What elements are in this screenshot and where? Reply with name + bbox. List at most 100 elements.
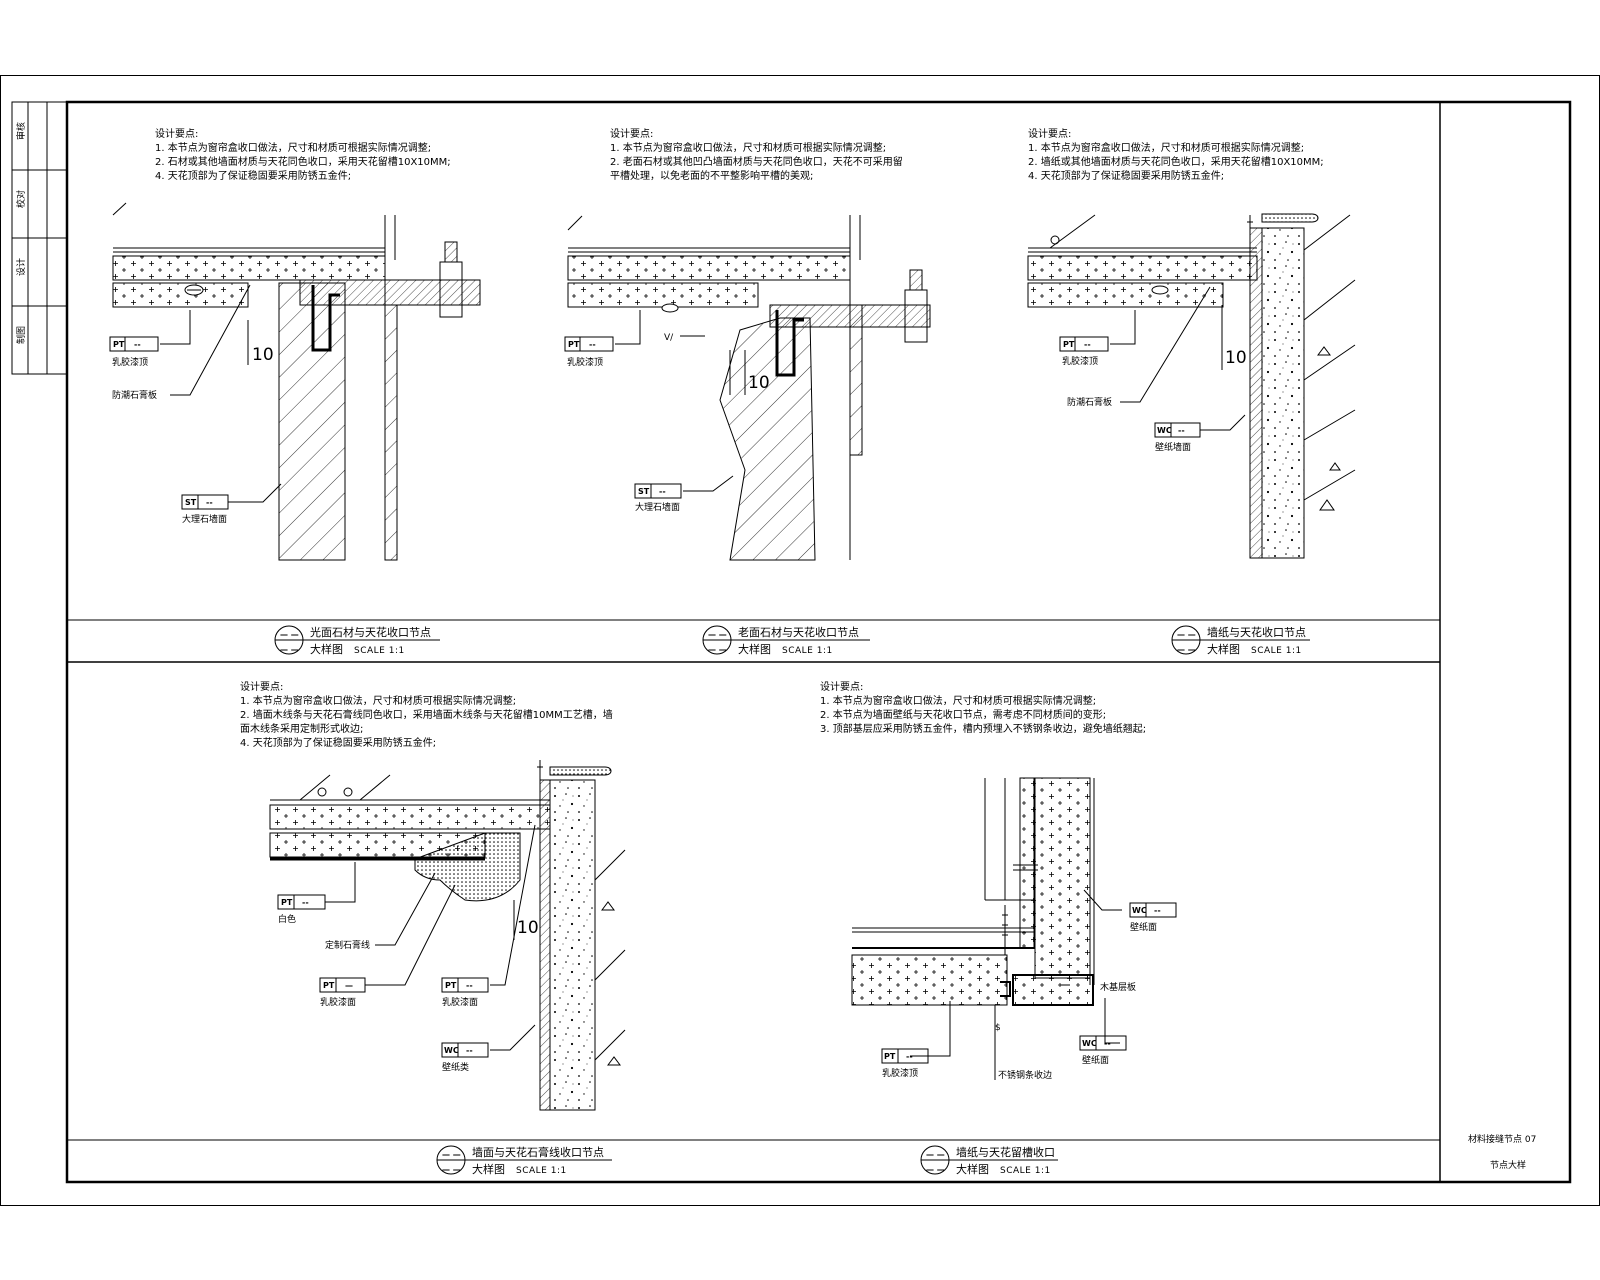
svg-text:— —: — — (926, 1150, 945, 1159)
strip-label-3: 设计 (15, 258, 27, 276)
svg-text:--: -- (206, 498, 213, 507)
svg-text:WC: WC (1157, 426, 1172, 435)
svg-text:乳胶漆顶: 乳胶漆顶 (112, 356, 148, 368)
svg-text:$: $ (995, 1023, 1001, 1033)
svg-text:乳胶漆面: 乳胶漆面 (442, 996, 478, 1008)
detail-1-ceiling-board-2 (112, 282, 249, 308)
detail-2: 设计要点: 1. 本节点为窗帘盒收口做法，尺寸和材质可根据实际情况调整; 2. … (564, 127, 931, 656)
svg-text:PT: PT (1063, 340, 1075, 349)
svg-text:--: -- (1104, 1039, 1111, 1048)
svg-text:壁纸面: 壁纸面 (1082, 1054, 1109, 1066)
detail-4-title-block: — — — — 墙面与天花石膏线收口节点 大样图 SCALE 1:1 (436, 1145, 612, 1176)
detail-5-tag-pt: PT -- 乳胶漆顶 (881, 1048, 929, 1079)
detail-3: 设计要点: 1. 本节点为窗帘盒收口做法，尺寸和材质可根据实际情况调整; 2. … (1027, 127, 1356, 656)
detail-3-dim: 10 (1225, 348, 1247, 368)
svg-text:PT: PT (113, 340, 125, 349)
svg-text:PT: PT (323, 981, 335, 990)
svg-text:SCALE 1:1: SCALE 1:1 (782, 646, 833, 656)
detail-1-title-block: — — — — 光面石材与天花收口节点 大样图 SCALE 1:1 (274, 625, 440, 656)
svg-text:--: -- (589, 340, 596, 349)
svg-text:白色: 白色 (278, 913, 296, 925)
svg-text:1. 本节点为窗帘盒收口做法，尺寸和材质可根据实际情况调整;: 1. 本节点为窗帘盒收口做法，尺寸和材质可根据实际情况调整; (1028, 141, 1304, 154)
svg-text:ST: ST (185, 498, 197, 507)
svg-text:2. 老面石材或其他凹凸墙面材质与天花同色收口，天花不可采用: 2. 老面石材或其他凹凸墙面材质与天花同色收口，天花不可采用留 (610, 155, 903, 168)
svg-text:1. 本节点为窗帘盒收口做法，尺寸和材质可根据实际情况调整;: 1. 本节点为窗帘盒收口做法，尺寸和材质可根据实际情况调整; (820, 694, 1096, 707)
detail-4-callout: 定制石膏线 (325, 939, 370, 951)
detail-5-callout-1: 木基层板 (1100, 981, 1136, 993)
svg-text:SCALE 1:1: SCALE 1:1 (1000, 1166, 1051, 1176)
detail-5-tag-wc-2: WC -- 壁纸面 (1079, 1035, 1127, 1066)
detail-4-concrete-wall (549, 779, 596, 1111)
detail-2-tag-pt: PT -- 乳胶漆顶 (564, 336, 614, 368)
svg-text:— —: — — (442, 1165, 461, 1174)
detail-4-gypsum-moulding (414, 832, 521, 902)
svg-text:1. 本节点为窗帘盒收口做法，尺寸和材质可根据实际情况调整;: 1. 本节点为窗帘盒收口做法，尺寸和材质可根据实际情况调整; (240, 694, 516, 707)
strip-label-1: 审核 (15, 122, 27, 140)
detail-1-note-3: 4. 天花顶部为了保证稳固要采用防锈五金件; (155, 169, 351, 182)
detail-1: 设计要点: 1. 本节点为窗帘盒收口做法，尺寸和材质可根据实际情况调整; 2. … (109, 127, 481, 656)
svg-text:SCALE 1:1: SCALE 1:1 (516, 1166, 567, 1176)
svg-text:设计要点:: 设计要点: (820, 680, 863, 693)
svg-text:设计要点:: 设计要点: (1028, 127, 1071, 140)
sheet-number: 材料接缝节点 07 (1468, 1133, 1536, 1145)
svg-text:2. 本节点为墙面壁纸与天花收口节点，需考虑不同材质间的变形: 2. 本节点为墙面壁纸与天花收口节点，需考虑不同材质间的变形; (820, 708, 1106, 721)
svg-text:2. 墙面木线条与天花石膏线同色收口，采用墙面木线条与天花留: 2. 墙面木线条与天花石膏线同色收口，采用墙面木线条与天花留槽10MM工艺槽，墙 (240, 708, 613, 721)
detail-1-note-2: 2. 石材或其他墙面材质与天花同色收口，采用天花留槽10X10MM; (155, 155, 451, 168)
drawing-frame (65, 100, 1572, 1184)
svg-text:--: -- (1084, 340, 1091, 349)
sheet-name: 节点大样 (1490, 1159, 1526, 1171)
svg-text:大样图: 大样图 (1207, 642, 1240, 656)
svg-text:--: -- (1178, 426, 1185, 435)
strip-label-4: 制图 (15, 326, 27, 344)
svg-text:— —: — — (708, 645, 727, 654)
svg-text:乳胶漆顶: 乳胶漆顶 (882, 1067, 918, 1079)
detail-5-tag-wc-1: WC -- 壁纸面 (1129, 902, 1177, 933)
svg-text:— —: — — (708, 630, 727, 639)
svg-text:设计要点:: 设计要点: (610, 127, 653, 140)
svg-text:— —: — — (1177, 645, 1196, 654)
detail-2-title: 老面石材与天花收口节点 (738, 625, 859, 639)
left-sign-strip: 审核 校对 设计 制图 (11, 101, 68, 375)
svg-text:大样图: 大样图 (310, 642, 343, 656)
svg-text:— —: — — (926, 1165, 945, 1174)
detail-5-title: 墙纸与天花留槽收口 (956, 1145, 1055, 1159)
svg-text:乳胶漆顶: 乳胶漆顶 (567, 356, 603, 368)
svg-text:壁纸面: 壁纸面 (1130, 921, 1157, 933)
detail-5-notes: 设计要点: 1. 本节点为窗帘盒收口做法，尺寸和材质可根据实际情况调整; 2. … (820, 680, 1146, 735)
svg-text:壁纸类: 壁纸类 (442, 1061, 469, 1073)
detail-3-title: 墙纸与天花收口节点 (1207, 625, 1306, 639)
svg-text:PT: PT (281, 898, 293, 907)
detail-1-note-1: 1. 本节点为窗帘盒收口做法，尺寸和材质可根据实际情况调整; (155, 141, 431, 154)
detail-2-title-block: — — — — 老面石材与天花收口节点 大样图 SCALE 1:1 (702, 625, 870, 656)
svg-text:1. 本节点为窗帘盒收口做法，尺寸和材质可根据实际情况调整;: 1. 本节点为窗帘盒收口做法，尺寸和材质可根据实际情况调整; (610, 141, 886, 154)
svg-text:4. 天花顶部为了保证稳固要采用防锈五金件;: 4. 天花顶部为了保证稳固要采用防锈五金件; (240, 736, 436, 749)
svg-text:— —: — — (280, 630, 299, 639)
detail-2-tag-st: ST -- 大理石墙面 (634, 483, 682, 513)
svg-text:乳胶漆顶: 乳胶漆顶 (1062, 355, 1098, 367)
detail-4-tag-pt-1: PT -- 白色 (277, 894, 326, 925)
detail-5-title-block: — — — — 墙纸与天花留槽收口 大样图 SCALE 1:1 (920, 1145, 1058, 1176)
svg-text:--: -- (466, 1046, 473, 1055)
svg-text:--: -- (659, 487, 666, 496)
svg-text:大样图: 大样图 (738, 642, 771, 656)
svg-text:壁纸墙面: 壁纸墙面 (1155, 441, 1191, 453)
svg-text:ST: ST (638, 487, 650, 496)
svg-text:2. 墙纸或其他墙面材质与天花同色收口，采用天花留槽10X1: 2. 墙纸或其他墙面材质与天花同色收口，采用天花留槽10X10MM; (1028, 155, 1324, 168)
svg-text:大理石墙面: 大理石墙面 (182, 513, 227, 525)
svg-text:--: -- (1154, 906, 1161, 915)
detail-4-tag-pt-3: PT -- 乳胶漆面 (441, 977, 489, 1008)
svg-text:— —: — — (280, 645, 299, 654)
detail-4-tag-wc: WC -- 壁纸类 (441, 1042, 489, 1073)
svg-text:V/: V/ (664, 333, 674, 343)
svg-text:大样图: 大样图 (472, 1162, 505, 1176)
detail-1-callout: 防潮石膏板 (112, 389, 157, 401)
detail-1-title: 光面石材与天花收口节点 (310, 625, 431, 639)
svg-text:大理石墙面: 大理石墙面 (635, 501, 680, 513)
detail-3-title-block: — — — — 墙纸与天花收口节点 大样图 SCALE 1:1 (1171, 625, 1310, 656)
detail-4-notes: 设计要点: 1. 本节点为窗帘盒收口做法，尺寸和材质可根据实际情况调整; 2. … (240, 680, 613, 749)
svg-text:WC: WC (1082, 1039, 1097, 1048)
svg-text:— —: — — (1177, 630, 1196, 639)
svg-text:PT: PT (445, 981, 457, 990)
detail-1-ceiling-board (112, 255, 386, 281)
